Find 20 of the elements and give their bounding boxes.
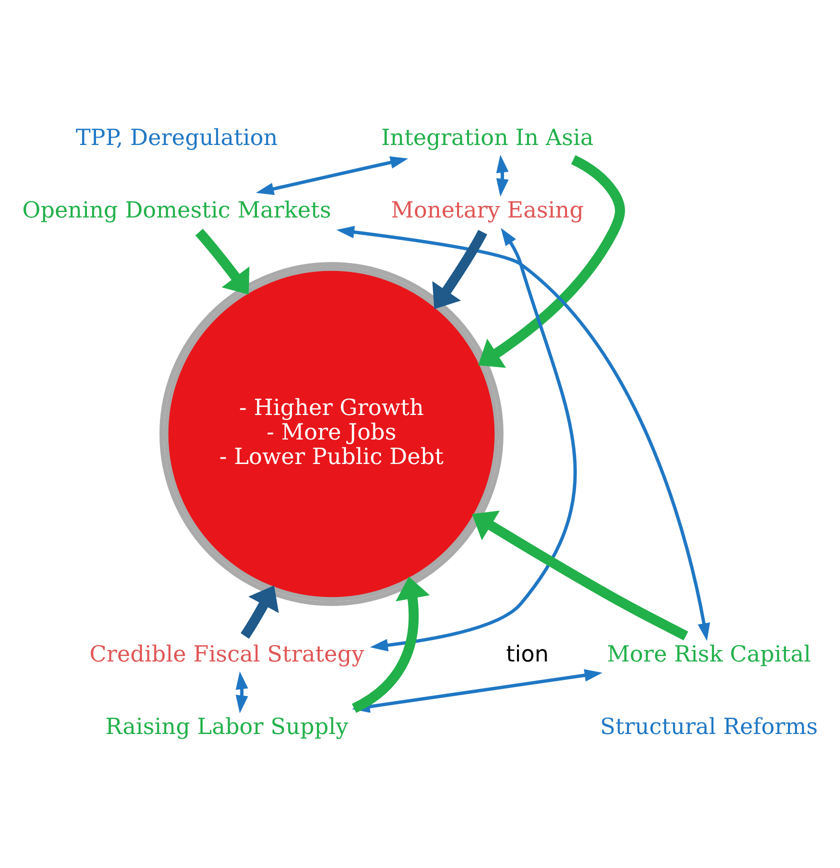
label: tion (506, 642, 549, 668)
node-text: Opening Domestic Markets (22, 197, 332, 224)
arrow (496, 154, 509, 197)
arrow (240, 585, 279, 639)
arrow (472, 510, 688, 640)
arrow (256, 156, 408, 196)
node-text: Structural Reforms (600, 714, 818, 740)
arrow (195, 228, 250, 295)
node-text: More Risk Capital (607, 642, 811, 668)
arrow (478, 155, 625, 368)
node-text: Credible Fiscal Strategy (89, 642, 364, 668)
arrow (336, 226, 710, 641)
arrow (432, 230, 488, 310)
node-text: Integration In Asia (381, 125, 594, 152)
node-text: Raising Labor Supply (105, 714, 348, 740)
node-text: Monetary Easing (390, 197, 584, 224)
arrow (236, 671, 248, 714)
node-circle: - Higher Growth - More Jobs - Lower Public Debt (159, 262, 504, 606)
node-text: TPP, Deregulation (76, 125, 278, 152)
arrow (370, 228, 577, 652)
